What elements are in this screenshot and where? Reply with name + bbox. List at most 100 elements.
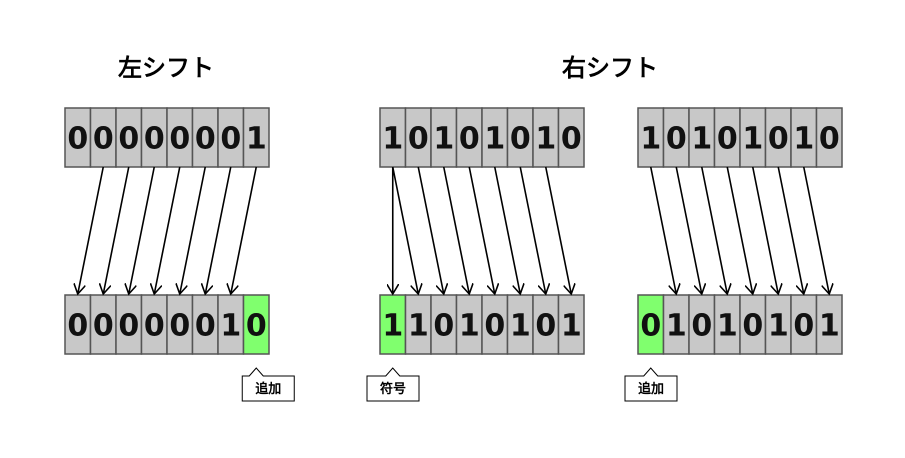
bit-cell-before: [739, 107, 767, 168]
bit-cell-after: [481, 294, 509, 355]
bit-value-before: 1: [433, 122, 454, 157]
bit-cell-before: [455, 107, 483, 168]
bit-value-after: 0: [118, 309, 139, 344]
bit-value-after: 0: [535, 309, 556, 344]
shift-arrow: [154, 166, 181, 294]
bit-cell-after: [790, 294, 818, 355]
bit-cell-after: [739, 294, 767, 355]
bit-value-after: 1: [768, 309, 789, 344]
shift-arrow: [700, 166, 728, 294]
bit-cell-before: [662, 107, 690, 168]
bit-value-after: 1: [717, 309, 738, 344]
shift-arrow: [103, 166, 130, 294]
shift-arrow: [78, 166, 105, 294]
bit-cell-after: [166, 294, 194, 355]
bit-value-before: 0: [768, 122, 789, 157]
bit-cell-after: [532, 294, 560, 355]
bit-value-before: 0: [510, 122, 531, 157]
shift-arrow: [205, 166, 232, 294]
bit-value-before: 1: [691, 122, 712, 157]
bit-value-after: 1: [510, 309, 531, 344]
bit-cell-after-highlighted: [379, 294, 407, 355]
shift-arrow: [675, 166, 702, 294]
bit-value-after: 0: [793, 309, 814, 344]
callout-label: 追加: [255, 381, 281, 397]
bit-value-after: 0: [742, 309, 763, 344]
bit-value-after: 0: [67, 309, 88, 344]
bit-value-before: 0: [93, 122, 114, 157]
callout-box: [366, 367, 420, 402]
shift-arrow: [391, 166, 419, 294]
bit-value-before: 0: [819, 122, 840, 157]
bit-value-after: 1: [666, 309, 687, 344]
bit-value-before: 0: [459, 122, 480, 157]
bit-value-after: 1: [459, 309, 480, 344]
left-shift-title: 左シフト: [118, 54, 214, 82]
callout-label: 符号: [380, 381, 406, 397]
right-shift-title: 右シフト: [562, 54, 658, 82]
bit-value-before: 0: [220, 122, 241, 157]
callout-box: [241, 367, 295, 402]
callout-box: [624, 367, 678, 402]
shift-arrow: [544, 166, 572, 294]
bit-cell-before: [557, 107, 585, 168]
bit-value-after: 0: [93, 309, 114, 344]
bit-cell-after: [713, 294, 741, 355]
bit-value-after: 1: [382, 309, 403, 344]
bit-cell-before: [404, 107, 432, 168]
bit-cell-after: [815, 294, 843, 355]
bit-cell-after: [64, 294, 92, 355]
bit-value-before: 0: [717, 122, 738, 157]
shift-arrow: [129, 166, 156, 294]
bit-value-before: 1: [382, 122, 403, 157]
shift-arrow: [468, 166, 495, 294]
shift-arrow: [442, 166, 470, 294]
bit-value-after: 0: [640, 309, 661, 344]
bit-value-after: 0: [195, 309, 216, 344]
shift-arrow: [231, 166, 258, 294]
callout-label: 追加: [638, 381, 664, 397]
bit-value-before: 0: [118, 122, 139, 157]
bit-cell-before: [191, 107, 219, 168]
bit-value-before: 0: [67, 122, 88, 157]
bit-value-before: 0: [195, 122, 216, 157]
bit-value-after: 1: [819, 309, 840, 344]
shift-arrow: [417, 166, 444, 294]
shift-arrow: [726, 166, 753, 294]
shift-arrow: [180, 166, 207, 294]
bit-value-before: 1: [742, 122, 763, 157]
shift-arrow: [751, 166, 779, 294]
bit-value-before: 1: [793, 122, 814, 157]
bit-cell-after: [688, 294, 716, 355]
bit-value-before: 0: [561, 122, 582, 157]
bit-value-after: 0: [691, 309, 712, 344]
bit-cell-before: [64, 107, 92, 168]
bit-cell-before: [379, 107, 407, 168]
bit-value-before: 1: [246, 122, 267, 157]
bit-cell-before: [815, 107, 843, 168]
bit-value-after: 1: [561, 309, 582, 344]
bit-value-after: 0: [433, 309, 454, 344]
bit-value-before: 0: [144, 122, 165, 157]
bit-value-after: 0: [169, 309, 190, 344]
bit-value-after: 0: [484, 309, 505, 344]
shift-arrow: [493, 166, 521, 294]
bit-cell-after: [404, 294, 432, 355]
bit-cell-before: [242, 107, 270, 168]
bit-value-after: 0: [246, 309, 267, 344]
bit-value-before: 1: [484, 122, 505, 157]
bit-value-before: 1: [535, 122, 556, 157]
bit-value-before: 0: [666, 122, 687, 157]
bit-value-after: 1: [408, 309, 429, 344]
bit-value-before: 0: [408, 122, 429, 157]
bit-value-before: 1: [640, 122, 661, 157]
bit-cell-after: [89, 294, 117, 355]
bit-cell-after: [506, 294, 534, 355]
shift-arrow: [777, 166, 804, 294]
bit-value-after: 1: [220, 309, 241, 344]
bit-cell-after-highlighted: [242, 294, 270, 355]
